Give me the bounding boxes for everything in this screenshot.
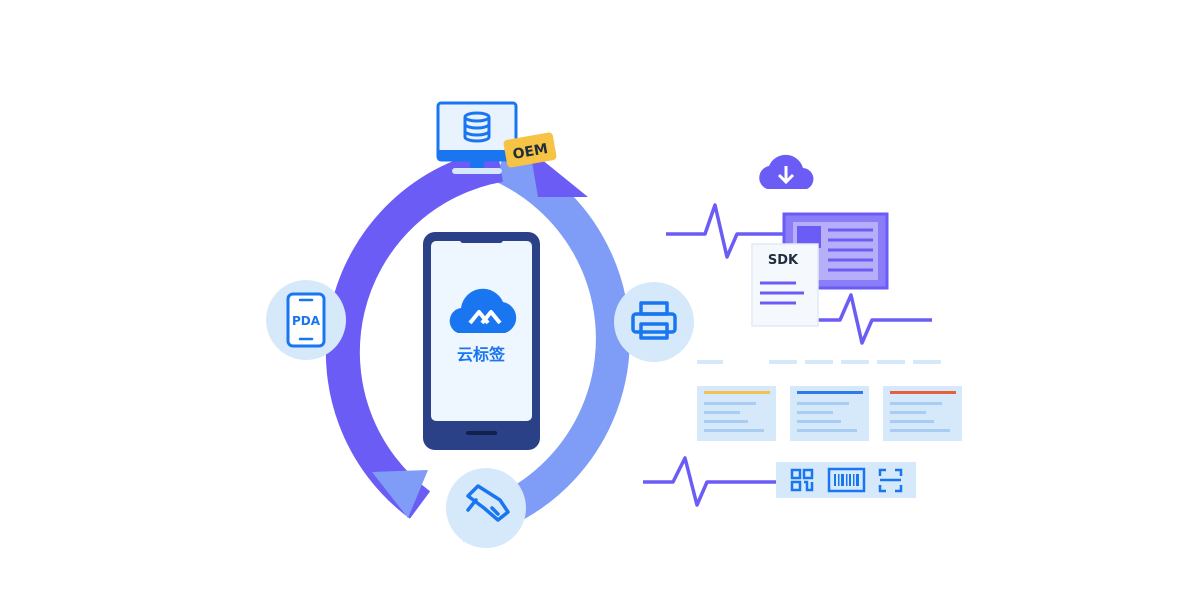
label-card [883,386,962,441]
barcode-icon [827,467,866,493]
printer-icon [631,301,677,340]
oem-badge-label: OEM [512,141,550,163]
sdk-label: SDK [768,253,799,268]
pulse-line-top [666,203,787,259]
divider-dashes [697,360,941,364]
center-phone: 云标签 [423,232,540,450]
pda-node: PDA [266,280,346,360]
cycle-arrow-bottom [372,470,428,518]
sdk-document-icon [751,243,819,327]
pda-label: PDA [292,314,321,328]
pda-device-icon [286,292,326,348]
barcode-scanner-icon [466,484,510,522]
pulse-line-bottom [643,456,780,507]
cloud-download-icon [759,154,814,189]
label-card [790,386,869,441]
app-name: 云标签 [457,345,506,364]
pulse-line-middle [814,293,932,345]
monitor-database-node: OEM [436,101,557,174]
cycle-ring [325,148,630,542]
right-panel: SDK [643,154,962,507]
cycle-arrow-top [530,150,588,197]
printer-node [614,282,694,362]
label-card [697,386,776,441]
scan-frame-icon [878,468,903,493]
scanner-node [446,468,526,548]
qr-code-icon [790,468,814,492]
scan-icons-strip [776,462,916,498]
database-icon [463,111,491,143]
cloud-logo-icon [449,288,517,333]
oem-badge [503,132,557,168]
